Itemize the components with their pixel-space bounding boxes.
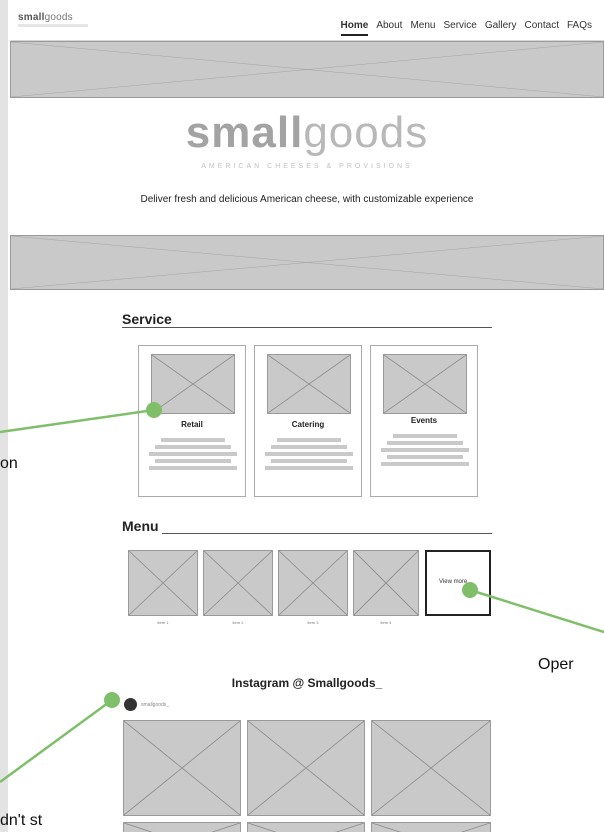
instagram-post-image[interactable] xyxy=(371,720,491,816)
menu-item-label: item 3 xyxy=(307,620,319,625)
text-placeholder-bar xyxy=(271,445,347,449)
text-placeholder-bar xyxy=(381,462,469,466)
text-placeholder-bar xyxy=(265,466,353,470)
view-more-label: View more xyxy=(439,579,468,585)
hero-tagline: Deliver fresh and delicious American che… xyxy=(140,194,474,205)
nav-link-service[interactable]: Service xyxy=(443,20,477,31)
text-placeholder-bar xyxy=(149,452,237,456)
menu-item-image-2[interactable] xyxy=(203,550,273,616)
hero-image-placeholder-top xyxy=(10,41,604,98)
annotation-dot-service xyxy=(146,402,162,418)
nav-links: Home About Menu Service Gallery Contact … xyxy=(340,20,592,36)
text-placeholder-bar xyxy=(387,455,463,459)
text-placeholder-bar xyxy=(277,438,341,442)
instagram-section-title: Instagram @ Smallgoods_ xyxy=(231,676,383,690)
menu-item-image-4[interactable] xyxy=(353,550,419,616)
view-more-button[interactable]: View more xyxy=(425,550,491,616)
text-placeholder-bar xyxy=(161,438,225,442)
menu-item-label: item 4 xyxy=(380,620,392,625)
annotation-dot-instagram xyxy=(104,692,120,708)
instagram-post-image[interactable] xyxy=(247,822,365,832)
nav-link-home[interactable]: Home xyxy=(340,20,369,36)
menu-item-label: item 1 xyxy=(157,620,169,625)
nav-link-about[interactable]: About xyxy=(376,20,403,31)
annotation-text-left: on xyxy=(0,455,18,472)
menu-item-image-1[interactable] xyxy=(128,550,198,616)
annotation-text-bottom: dn't st xyxy=(0,812,43,829)
service-divider xyxy=(122,327,492,328)
text-placeholder-bar xyxy=(155,459,231,463)
service-card-image xyxy=(267,354,351,414)
service-card-image xyxy=(383,354,467,414)
text-placeholder-bar xyxy=(155,445,231,449)
wireframe-page: smallgoods Home About Menu Service Galle… xyxy=(10,0,604,832)
hero-image-placeholder-bottom xyxy=(10,235,604,290)
instagram-post-image[interactable] xyxy=(123,720,241,816)
menu-divider xyxy=(162,533,492,534)
instagram-handle[interactable]: smallgoods_ xyxy=(141,702,170,708)
nav-link-contact[interactable]: Contact xyxy=(524,20,559,31)
service-card-image xyxy=(151,354,235,414)
service-card-label: Events xyxy=(410,416,438,425)
instagram-post-image[interactable] xyxy=(371,822,491,832)
text-placeholder-bar xyxy=(387,441,463,445)
service-section-title: Service xyxy=(122,311,172,327)
service-card-label: Retail xyxy=(181,420,203,429)
text-placeholder-bar xyxy=(381,448,469,452)
nav-logo[interactable]: smallgoods xyxy=(18,12,73,23)
brand-logo: smallgoods xyxy=(185,108,429,157)
nav-link-faqs[interactable]: FAQs xyxy=(566,20,592,31)
page-gutter xyxy=(0,0,8,832)
instagram-post-image[interactable] xyxy=(247,720,365,816)
instagram-avatar-icon[interactable] xyxy=(124,698,137,711)
annotation-text-right: Oper xyxy=(538,656,574,673)
service-card-events[interactable]: Events xyxy=(370,345,478,497)
nav-link-menu[interactable]: Menu xyxy=(410,20,436,31)
text-placeholder-bar xyxy=(149,466,237,470)
annotation-dot-view-more xyxy=(462,582,478,598)
nav-logo-tagline xyxy=(18,24,88,27)
service-card-retail[interactable]: Retail xyxy=(138,345,246,497)
top-navigation: smallgoods Home About Menu Service Galle… xyxy=(10,0,604,41)
menu-item-image-3[interactable] xyxy=(278,550,348,616)
instagram-post-image[interactable] xyxy=(123,822,241,832)
menu-item-label: item 2 xyxy=(232,620,244,625)
text-placeholder-bar xyxy=(393,434,457,438)
service-card-catering[interactable]: Catering xyxy=(254,345,362,497)
brand-subtitle: AMERICAN CHEESES & PROVISIONS xyxy=(201,163,413,170)
service-card-label: Catering xyxy=(291,420,325,429)
nav-link-gallery[interactable]: Gallery xyxy=(484,20,517,31)
text-placeholder-bar xyxy=(271,459,347,463)
text-placeholder-bar xyxy=(265,452,353,456)
menu-section-title: Menu xyxy=(122,518,159,534)
